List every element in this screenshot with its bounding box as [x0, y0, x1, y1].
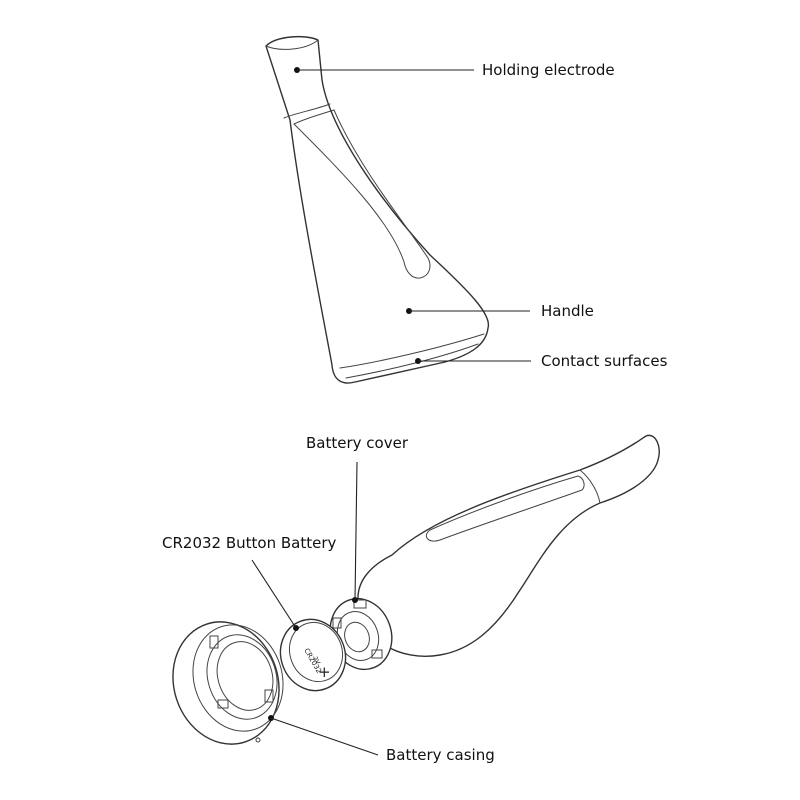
upper-device: [265, 35, 490, 384]
battery-cover-tab-top: [353, 599, 367, 609]
battery-cover-label: Battery cover: [306, 434, 408, 452]
battery-casing-leader: [270, 717, 379, 756]
casing-floor: [216, 641, 274, 711]
casing-notch: [255, 737, 261, 743]
battery-cover-hole: [344, 621, 370, 653]
upper-handle-slot: [293, 109, 431, 279]
lower-electrode-boundary: [579, 469, 601, 504]
lower-handle-slot: [425, 475, 585, 542]
casing-clip-3: [217, 699, 229, 709]
contact-surfaces-label: Contact surfaces: [541, 352, 668, 370]
button-battery-part: CR2032 3V +: [279, 618, 347, 692]
button-battery-label: CR2032 Button Battery: [162, 534, 337, 552]
battery-polarity-text: +: [318, 663, 331, 681]
battery-voltage-text: 3V: [311, 656, 321, 667]
battery-face: [289, 621, 343, 683]
battery-rim: [279, 618, 347, 692]
battery-casing-label: Battery casing: [386, 746, 495, 764]
casing-outer: [172, 621, 280, 745]
battery-casing-part: [172, 621, 284, 745]
casing-rim: [192, 624, 284, 732]
casing-clip-1: [209, 635, 219, 649]
lower-handle-body: [357, 434, 660, 657]
casing-inner-wall: [206, 634, 278, 720]
button-battery-leader: [251, 559, 297, 629]
upper-electrode-boundary: [283, 103, 331, 119]
holding-electrode-label: Holding electrode: [482, 61, 615, 79]
casing-clip-2: [264, 689, 274, 703]
lower-device-handle: [357, 434, 660, 657]
battery-cover-tab-left: [332, 617, 342, 629]
battery-cover-leader: [354, 461, 358, 601]
upper-contact-band-lower: [345, 343, 479, 379]
battery-cover-tab-right: [371, 649, 383, 659]
upper-contact-band: [339, 333, 485, 369]
upper-electrode-cap: [265, 39, 319, 50]
handle-label: Handle: [541, 302, 594, 320]
upper-device-body: [265, 35, 490, 384]
